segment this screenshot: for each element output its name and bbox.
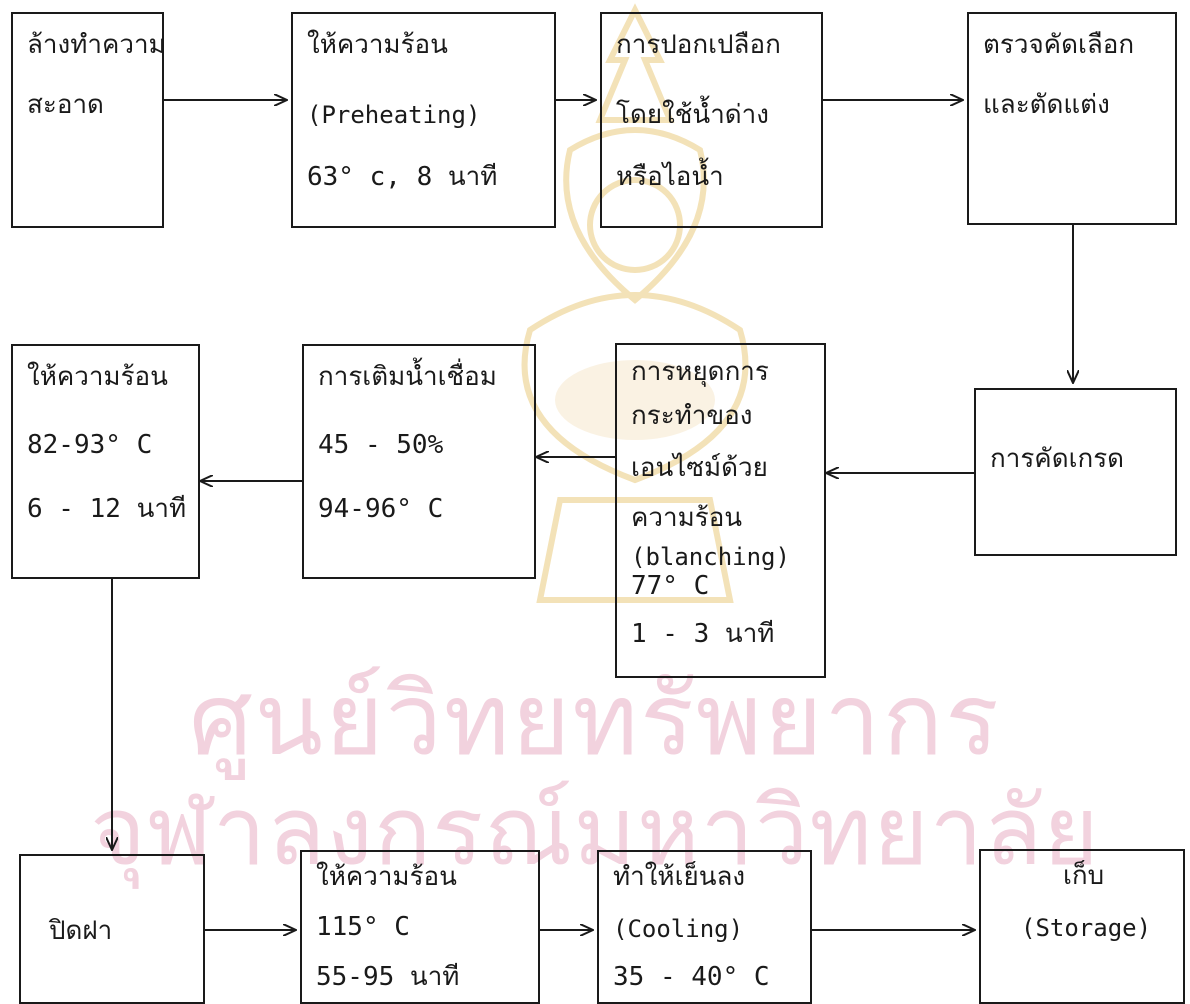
step-syrup: การเติมน้ำเชื่อม 45 - 50% 94-96° C xyxy=(302,344,536,579)
step-text: ปิดฝา xyxy=(49,916,113,946)
step-cool: ทำให้เย็นลง (Cooling) 35 - 40° C xyxy=(597,850,812,1004)
step-preheat: ให้ความร้อน (Preheating) 63° c, 8 นาที xyxy=(291,12,556,228)
step-text: ทำให้เย็นลง xyxy=(613,862,746,892)
step-text: และตัดแต่ง xyxy=(983,90,1110,120)
step-wash: ล้างทำความ สะอาด xyxy=(11,12,166,228)
step-text: ให้ความร้อน xyxy=(316,862,457,892)
step-text: ให้ความร้อน xyxy=(307,30,448,60)
step-text: หรือไอน้ำ xyxy=(616,162,724,192)
step-text: ล้างทำความ xyxy=(27,30,166,60)
step-blanch: การหยุดการ กระทำของ เอนไซม์ด้วย ความร้อน… xyxy=(615,343,826,678)
step-text: โดยใช้น้ำด่าง xyxy=(616,100,769,130)
step-text: การคัดเกรด xyxy=(990,444,1125,474)
step-text: 45 - 50% xyxy=(318,430,444,460)
step-seal: ปิดฝา xyxy=(19,854,205,1004)
step-text: 63° c, 8 นาที xyxy=(307,162,498,192)
step-inspect: ตรวจคัดเลือก และตัดแต่ง xyxy=(967,12,1177,225)
step-text: 35 - 40° C xyxy=(613,962,770,992)
step-text: ตรวจคัดเลือก xyxy=(983,30,1135,60)
step-text: 1 - 3 นาที xyxy=(631,619,775,649)
step-peel: การปอกเปลือก โดยใช้น้ำด่าง หรือไอน้ำ xyxy=(600,12,823,228)
step-text: สะอาด xyxy=(27,90,104,120)
step-text: ให้ความร้อน xyxy=(27,362,168,392)
step-text: 82-93° C xyxy=(27,430,153,460)
step-text: (Storage) xyxy=(1021,914,1152,942)
step-text: เก็บ xyxy=(1063,861,1105,891)
step-text: (Cooling) xyxy=(613,915,744,943)
step-text: 115° C xyxy=(316,912,410,942)
step-heat3: ให้ความร้อน 115° C 55-95 นาที xyxy=(300,850,540,1004)
step-text: การปอกเปลือก xyxy=(616,30,781,60)
step-text: กระทำของ xyxy=(631,401,753,431)
step-store: เก็บ (Storage) xyxy=(979,849,1185,1004)
step-text: 77° C xyxy=(631,571,710,601)
step-text: การเติมน้ำเชื่อม xyxy=(318,362,497,392)
step-text: (blanching) xyxy=(631,543,790,571)
step-text: ความร้อน xyxy=(631,503,743,533)
step-text: 55-95 นาที xyxy=(316,962,460,992)
step-heat2: ให้ความร้อน 82-93° C 6 - 12 นาที xyxy=(11,344,200,579)
step-grade: การคัดเกรด xyxy=(974,388,1177,556)
step-text: 94-96° C xyxy=(318,494,444,524)
step-text: การหยุดการ xyxy=(631,357,769,387)
step-text: 6 - 12 นาที xyxy=(27,494,187,524)
step-text: (Preheating) xyxy=(307,101,481,129)
step-text: เอนไซม์ด้วย xyxy=(631,453,768,483)
